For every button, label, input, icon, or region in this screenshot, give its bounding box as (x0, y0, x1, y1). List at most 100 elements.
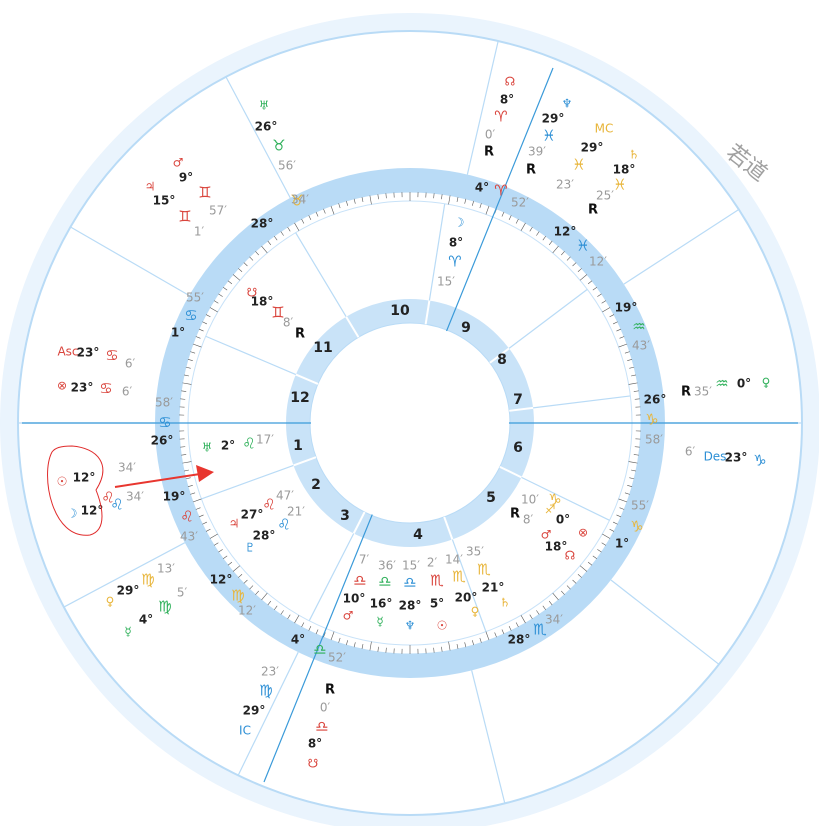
tick (501, 629, 505, 635)
tick (238, 574, 243, 578)
planet-sun: ☉12°♌34′ (57, 461, 137, 507)
tick (243, 579, 248, 584)
planet-glyph: ♅ (202, 441, 213, 455)
sign-ring-labels: 28°♉34′4°♈52′12°♓12′19°♒43′26°♑58′1°♑55′… (151, 181, 667, 665)
planet-pof-o: ⊗ (578, 526, 588, 540)
planet-glyph: ♂ (173, 156, 184, 170)
ring-degree: 19° (615, 301, 638, 315)
tick (441, 646, 443, 652)
tick (187, 485, 193, 487)
planet-minute: 47′ (276, 489, 294, 503)
planet-venus: ♀29°♍13′ (106, 562, 176, 609)
house-divider (443, 516, 454, 540)
tick (433, 647, 435, 653)
ring-minute: 43′ (632, 339, 650, 353)
tick (612, 321, 618, 325)
planet-degree: 18° (613, 163, 636, 177)
tick (634, 446, 640, 448)
house-cusp-line (295, 232, 347, 318)
tick (508, 625, 512, 631)
planet-sign: ♌ (242, 435, 255, 453)
planet-sign: ♈ (448, 253, 461, 271)
house-number-5: 5 (486, 490, 496, 506)
tick (618, 498, 628, 503)
planet-degree: 4° (139, 613, 153, 627)
planet-pof: ⊗23°♋6′ (57, 379, 132, 399)
planet-labels: Asc23°♋6′⊗23°♋6′☉12°♌34′☽12°♌34′♂9°♊57′♃… (57, 75, 771, 771)
planet-glyph: ♂ (343, 609, 354, 623)
ring-degree: 26° (644, 393, 667, 407)
ring-degree: 28° (508, 633, 531, 647)
planet-sign: ♓ (572, 156, 585, 174)
planet-mars-o: ♂18°8′ (523, 513, 568, 554)
ring-sign-glyph: ♈ (494, 182, 507, 200)
planet-degree: 29° (117, 584, 140, 598)
tick (227, 561, 233, 566)
outer-sector-line (63, 542, 186, 608)
tick (353, 198, 356, 204)
tick (624, 492, 630, 495)
planet-minute: 6′ (685, 445, 696, 459)
planet-jupiter-i: ♃27°♌47′ (229, 489, 295, 531)
planet-saturn-i: ♄21°♏35′ (466, 545, 510, 610)
ring-minute: 12′ (238, 604, 256, 618)
tick (548, 240, 553, 246)
retrograde-marker: R (325, 683, 335, 698)
tick (190, 351, 196, 354)
planet-degree: 27° (241, 508, 264, 522)
ring-minute: 43′ (180, 530, 198, 544)
tick (249, 585, 254, 590)
tick (456, 196, 459, 203)
tick (628, 382, 638, 385)
ring-sign-glyph: ♌ (180, 508, 193, 526)
planet-degree: 26° (255, 120, 278, 134)
planet-neptune: ♆29°♓39′R (526, 97, 572, 178)
planet-sun-i: ☉5°♏2′ (427, 556, 448, 633)
planet-degree: 12° (73, 471, 96, 485)
tick (255, 590, 259, 595)
ring-sign-glyph: ♍ (231, 587, 244, 605)
planet-sign: ♍ (158, 598, 171, 616)
planet-degree: 10° (343, 592, 366, 606)
planet-minute: 56′ (278, 159, 296, 173)
planet-sign: ♍ (141, 571, 154, 589)
tick (346, 200, 348, 206)
tick (205, 528, 211, 532)
planet-glyph: IC (239, 724, 251, 738)
planet-sign: ♋ (99, 380, 112, 398)
planet-degree: 5° (430, 597, 444, 611)
outer-sector-line (610, 579, 720, 665)
center-mask (311, 324, 509, 522)
tick (542, 235, 547, 241)
ring-sign-glyph: ♓ (576, 237, 589, 255)
tick (323, 208, 326, 214)
house-cusp-line (533, 395, 631, 409)
tick (222, 286, 228, 291)
planet-degree: 2° (221, 439, 235, 453)
planet-sign: ♌ (101, 489, 114, 507)
planet-degree: 29° (581, 141, 604, 155)
tick (198, 328, 204, 332)
planet-minute: 10′ (521, 493, 539, 507)
tick (181, 454, 187, 456)
tick (579, 565, 588, 572)
tick (441, 194, 443, 200)
planet-minute: 23′ (261, 665, 279, 679)
tick (515, 218, 519, 224)
tick (529, 614, 533, 620)
house-number-9: 9 (461, 320, 471, 336)
tick (377, 646, 379, 652)
tick (385, 193, 387, 199)
planet-glyph: Asc (57, 345, 78, 359)
planet-sign: ♊ (178, 208, 191, 226)
tick (619, 336, 625, 339)
tick (294, 222, 300, 231)
tick (536, 231, 540, 236)
ring-sign-glyph: ♎ (313, 641, 326, 659)
tick (485, 205, 490, 215)
planet-glyph: Des (704, 450, 727, 464)
tick (472, 640, 474, 646)
house-divider (352, 511, 366, 534)
